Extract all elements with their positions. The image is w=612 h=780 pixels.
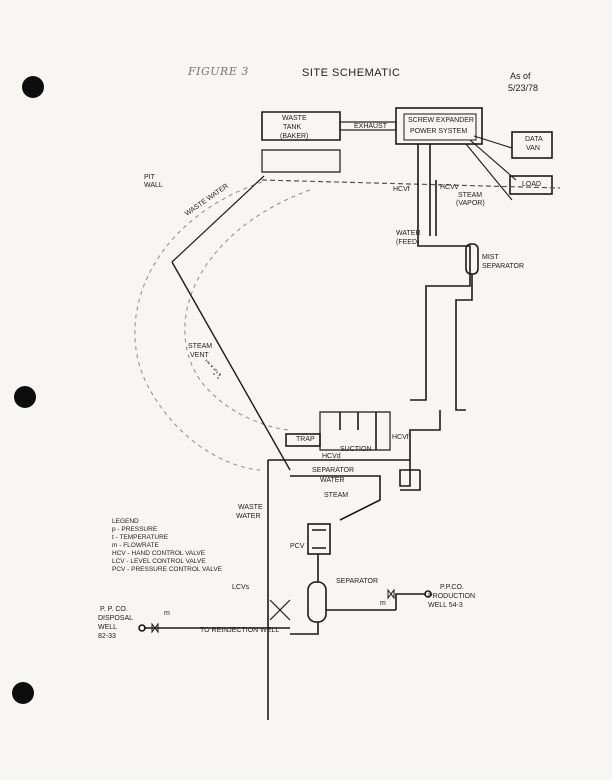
- separator-label: SEPARATOR: [336, 578, 379, 585]
- legend-item: PCV - PRESSURE CONTROL VALVE: [112, 566, 223, 573]
- trap-label: TRAP: [296, 436, 315, 443]
- data-van-label: DATA: [525, 136, 543, 143]
- production-well-label-3: WELL 54-3: [428, 602, 463, 609]
- exhaust-pipe: [339, 121, 397, 131]
- waste-tank-label-3: (BAKER): [280, 133, 309, 140]
- as-of-label: As of: [510, 71, 531, 81]
- disposal-well-label-3: WELL: [98, 624, 118, 631]
- waste-water-label-2: WATER: [236, 513, 261, 520]
- figure-number: FIGURE 3: [188, 65, 249, 78]
- load-label: LOAD: [522, 181, 542, 188]
- page-title: SITE SCHEMATIC: [302, 67, 401, 79]
- disposal-well-label-4: 82-33: [98, 633, 116, 640]
- steam-label: STEAM: [324, 492, 349, 499]
- separator-vessel: [307, 581, 327, 623]
- suction-loop: [339, 412, 377, 450]
- disposal-well-label: P. P. CO.: [100, 606, 128, 613]
- hcv-vapor-label: HCVv: [440, 184, 459, 191]
- data-van-label-2: VAN: [526, 145, 540, 152]
- hcv-d-label: HCVd: [322, 453, 341, 460]
- legend-title: LEGEND: [112, 518, 139, 525]
- waste-tank-label: WASTE: [282, 115, 307, 122]
- lcv-label: LCVs: [232, 584, 250, 591]
- pit-label: PIT: [144, 174, 155, 181]
- suction-label: SUCTION: [340, 446, 372, 453]
- flowrate-label-disposal: m: [164, 610, 170, 617]
- waste-water-label: WASTE: [238, 504, 263, 511]
- disposal-well-label-2: DISPOSAL: [98, 615, 134, 622]
- production-well-line: [395, 593, 426, 610]
- waste-tank-label-2: TANK: [283, 124, 302, 131]
- waste-tank-shape: [261, 111, 341, 141]
- separator-water-return: [290, 475, 381, 521]
- flowrate-label-production: m: [380, 600, 386, 607]
- steam-from-mist: [455, 274, 473, 411]
- lcv-valve: [269, 599, 291, 621]
- screw-expander-inner: [403, 113, 477, 141]
- hcv-feed-label: HCVf: [393, 186, 410, 193]
- cable-to-data-van: [465, 135, 517, 201]
- hcv-f-mid-label: HCVf: [392, 434, 409, 441]
- punch-hole-middle: [14, 386, 36, 408]
- valve-bowtie: [151, 622, 159, 634]
- steam-line-right: [399, 460, 420, 487]
- pcv-label: PCV: [290, 543, 305, 550]
- data-van-box: [511, 131, 553, 159]
- pcv-links: [312, 529, 326, 549]
- hcv-feed-stem: [417, 144, 431, 236]
- waste-water-return: [171, 261, 291, 471]
- disposal-well-head: [138, 624, 146, 632]
- separator-outlet: [290, 609, 396, 635]
- legend-item: LCV - LEVEL CONTROL VALVE: [112, 558, 206, 565]
- valve-bowtie-2: [387, 588, 395, 600]
- as-of-date: 5/23/78: [508, 83, 539, 93]
- mist-separator-label-2: SEPARATOR: [482, 263, 525, 270]
- production-well-label-2: PRODUCTION: [428, 593, 476, 600]
- feed-line: [410, 236, 471, 401]
- production-well-label: P.P.CO.: [440, 584, 464, 591]
- punch-hole-bottom: [12, 682, 34, 704]
- steam-vent-label-2: VENT: [190, 352, 209, 359]
- pcv-box: [307, 523, 331, 555]
- suction-box: [319, 411, 391, 451]
- return-right: [400, 470, 421, 491]
- legend-item: t - TEMPERATURE: [112, 534, 169, 541]
- waste-tank-bottom: [261, 149, 341, 173]
- steam-vent-dots: [205, 359, 223, 379]
- reinjection-label: TO REINJECTION WELL: [200, 627, 280, 634]
- punch-hole-top: [22, 76, 44, 98]
- power-system-label: POWER SYSTEM: [410, 128, 468, 135]
- screw-expander-box: [395, 107, 483, 145]
- production-well-head: [424, 590, 432, 598]
- steam-vapor-label-2: (VAPOR): [456, 200, 485, 207]
- separator-water-label: SEPARATOR: [312, 467, 355, 474]
- separator-water-label-2: WATER: [320, 477, 345, 484]
- exhaust-label: EXHAUST: [354, 123, 388, 130]
- legend-item: m - FLOWRATE: [112, 542, 159, 549]
- legend-item: HCV - HAND CONTROL VALVE: [112, 550, 206, 557]
- legend-item: p - PRESSURE: [112, 526, 158, 533]
- pit-wall-curve: [134, 181, 263, 471]
- pit-wall-line: [261, 179, 561, 189]
- separator-water-line: [267, 410, 441, 720]
- water-feed-label-2: (FEED): [396, 239, 420, 246]
- mist-separator-label: MIST: [482, 254, 499, 261]
- steam-vapor-label: STEAM: [458, 192, 483, 199]
- steam-vent-speckle: [207, 361, 221, 379]
- steam-vent-label: STEAM: [188, 343, 213, 350]
- wall-label: WALL: [144, 182, 163, 189]
- screw-expander-label: SCREW EXPANDER: [408, 117, 474, 124]
- water-feed-label: WATER: [396, 230, 421, 237]
- load-box: [509, 175, 553, 195]
- waste-water-line: [171, 175, 265, 263]
- mist-separator-shape: [465, 243, 479, 275]
